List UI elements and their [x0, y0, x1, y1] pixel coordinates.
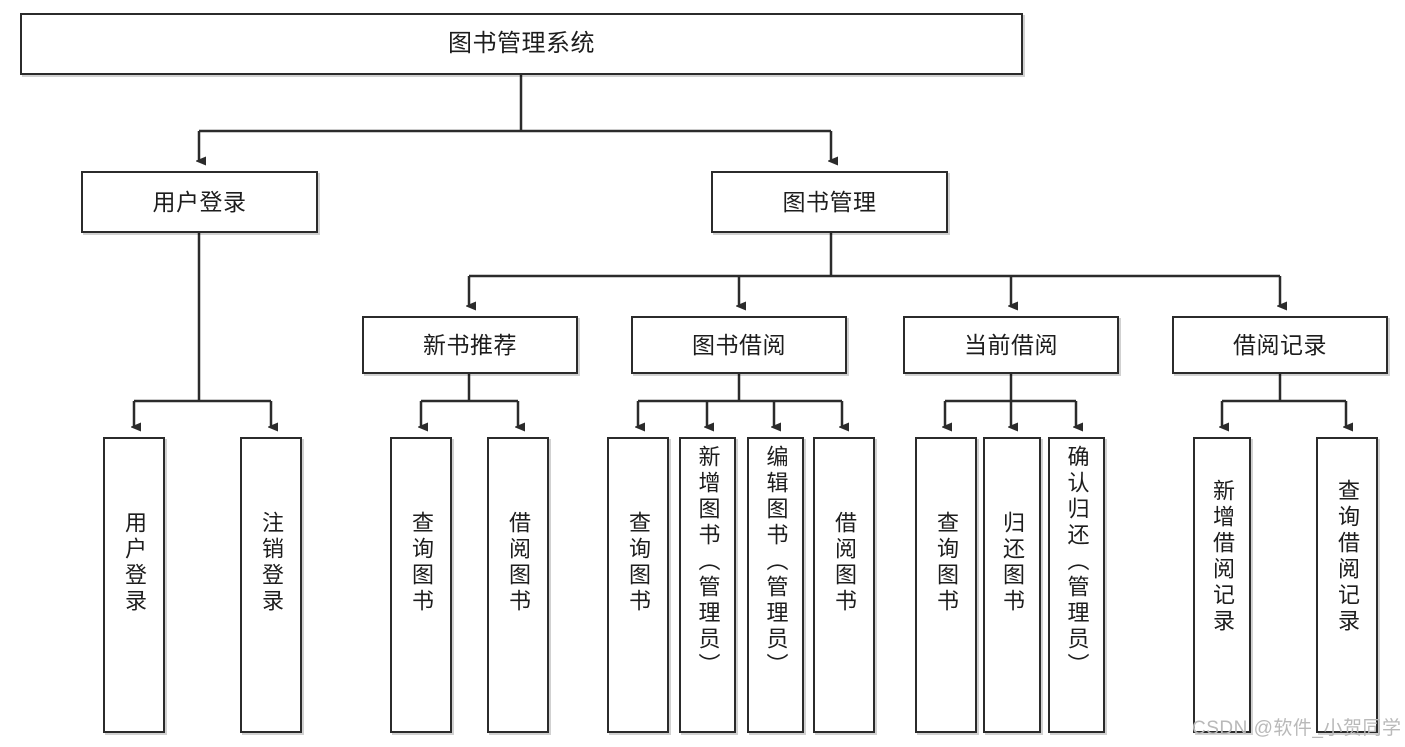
node-label: 图书管理系统 — [448, 30, 595, 58]
leaf-borrow-borrow-book[interactable]: 借阅图书 — [813, 437, 875, 733]
node-label: 图书管理 — [782, 188, 877, 215]
node-book-management[interactable]: 图书管理 — [711, 171, 948, 233]
node-label: 借阅图书 — [506, 511, 531, 615]
node-label: 确认归还（管理员） — [1064, 445, 1090, 679]
node-book-borrow[interactable]: 图书借阅 — [631, 316, 847, 374]
leaf-borrow-query-book[interactable]: 查询图书 — [607, 437, 669, 733]
node-root-book-management-system[interactable]: 图书管理系统 — [20, 13, 1023, 75]
node-label: 查询图书 — [626, 511, 651, 615]
node-label: 借阅记录 — [1233, 331, 1327, 358]
node-current-borrow[interactable]: 当前借阅 — [903, 316, 1119, 374]
leaf-record-add-borrow-record[interactable]: 新增借阅记录 — [1193, 437, 1251, 733]
csdn-watermark: CSDN @软件_小贺同学 — [1192, 718, 1402, 739]
leaf-recommend-borrow-book[interactable]: 借阅图书 — [487, 437, 549, 733]
node-user-login[interactable]: 用户登录 — [81, 171, 318, 233]
leaf-current-confirm-return-admin[interactable]: 确认归还（管理员） — [1048, 437, 1105, 733]
leaf-recommend-query-book[interactable]: 查询图书 — [390, 437, 452, 733]
node-label: 新书推荐 — [423, 331, 517, 358]
leaf-current-return-book[interactable]: 归还图书 — [983, 437, 1041, 733]
leaf-current-query-book[interactable]: 查询图书 — [915, 437, 977, 733]
node-borrow-record[interactable]: 借阅记录 — [1172, 316, 1388, 374]
node-label: 图书借阅 — [692, 331, 786, 358]
node-label: 新增图书（管理员） — [695, 445, 721, 679]
node-label: 查询借阅记录 — [1335, 479, 1360, 635]
leaf-user-login-signin[interactable]: 用户登录 — [103, 437, 165, 733]
node-label: 用户登录 — [122, 511, 147, 615]
node-label: 查询图书 — [409, 511, 434, 615]
leaf-borrow-add-book-admin[interactable]: 新增图书（管理员） — [679, 437, 736, 733]
leaf-borrow-edit-book-admin[interactable]: 编辑图书（管理员） — [747, 437, 804, 733]
node-label: 当前借阅 — [964, 331, 1058, 358]
node-label: 借阅图书 — [832, 511, 857, 615]
leaf-user-login-signout[interactable]: 注销登录 — [240, 437, 302, 733]
node-label: 用户登录 — [152, 188, 247, 215]
node-label: 查询图书 — [934, 511, 959, 615]
node-label: 编辑图书（管理员） — [763, 445, 789, 679]
leaf-record-query-borrow-record[interactable]: 查询借阅记录 — [1316, 437, 1378, 733]
node-label: 归还图书 — [1000, 511, 1025, 615]
node-label: 新增借阅记录 — [1210, 479, 1235, 635]
node-new-book-recommend[interactable]: 新书推荐 — [362, 316, 578, 374]
node-label: 注销登录 — [259, 511, 284, 615]
